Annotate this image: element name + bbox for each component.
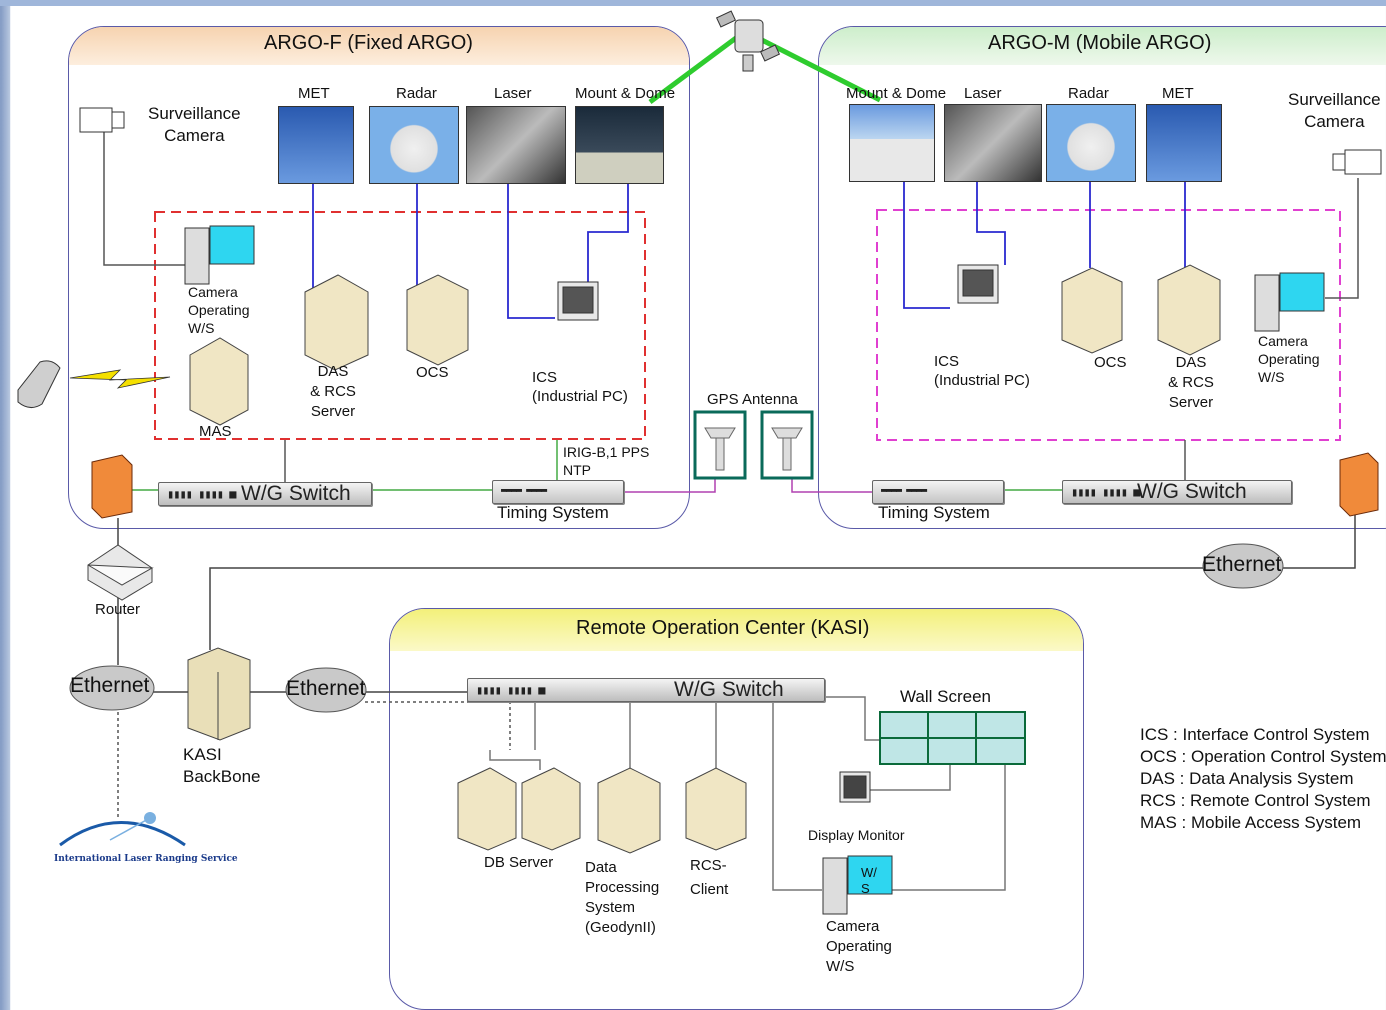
argo-m-mount-dome-label: Mount & Dome [846,85,947,102]
argo-m-radar-label: Radar [1068,85,1109,102]
data-processing-label: Data Processing System (GeodynII) [585,859,660,936]
workstation-icons [184,225,1325,915]
argo-m-timing-label: Timing System [878,503,990,522]
argo-f-laser-photo [466,106,566,184]
argo-m-surveillance-camera-label: Surveillance Camera [1288,90,1381,131]
wall-screen-label: Wall Screen [900,687,992,706]
ethernet-label-right: Ethernet [1202,553,1282,576]
roc-wg-switch: ▮▮▮▮ ▮▮▮▮ ■ W/G Switch [467,678,825,702]
ilrs-logo-graphic [59,812,186,847]
argo-f-mount-dome-label: Mount & Dome [575,85,676,102]
backbone-lines [117,515,1356,693]
argo-m-wg-switch-label: W/G Switch [1137,480,1247,503]
switch-ports: ▮▮▮▮ ▮▮▮▮ ■ [476,683,545,697]
legend-item: OCS : Operation Control System [1140,747,1386,766]
kasi-backbone-label: KASI BackBone [183,745,261,786]
argo-f-camera-ws-label: Camera Operating W/S [188,284,250,336]
roc-header [390,609,1083,651]
ilrs-logo-label: International Laser Ranging Service [54,854,238,864]
legend-item: MAS : Mobile Access System [1140,813,1362,832]
argo-f-mas-label: MAS [199,423,232,440]
argo-m-das-label: DAS & RCS Server [1168,354,1214,411]
argo-m-mount-dome-photo [849,104,935,182]
roc-camera-ws-label: Camera Operating W/S [826,918,892,975]
firewall-icons [91,452,1379,519]
argo-m-ics-label: ICS (Industrial PC) [934,353,1030,389]
argo-f-panel [68,26,690,529]
ethernet-clouds [69,543,1284,713]
camera-links [103,130,1359,482]
argo-f-timing-system: ▬▬▬▬ ▬▬▬▬ [492,480,624,504]
timing-ports: ▬▬▬▬ ▬▬▬▬ [881,485,927,496]
argo-f-mount-dome-photo [575,106,664,184]
argo-f-radar-photo [369,106,459,184]
argo-m-laser-label: Laser [964,85,1002,102]
display-monitor-label: Display Monitor [808,827,905,843]
argo-f-timing-label: Timing System [497,503,609,522]
wireless-bolt [69,369,171,389]
dashed-links [117,701,511,820]
roc-lines [489,696,1006,891]
argo-f-wg-switch-label: W/G Switch [241,482,351,505]
legend-item: DAS : Data Analysis System [1140,769,1354,788]
argo-m-wg-switch: ▮▮▮▮ ▮▮▮▮ ■ W/G Switch [1062,480,1292,504]
satellite-icon [715,10,781,72]
ws-badge-label: W/ S [861,865,877,896]
irig-label: IRIG-B,1 PPS NTP [563,444,650,478]
argo-f-met-photo [278,106,354,184]
roc-title: Remote Operation Center (KASI) [576,617,870,639]
kasi-backbone-icon [187,647,251,741]
roc-wg-switch-label: W/G Switch [674,678,784,701]
argo-f-das-label: DAS & RCS Server [310,363,356,420]
argo-f-laser-label: Laser [494,85,532,102]
db-server-label: DB Server [484,854,554,871]
rcs-client-label: RCS- Client [690,857,729,898]
roc-panel [389,608,1084,1010]
satellite-link-right [756,35,882,103]
abbreviation-legend: ICS : Interface Control System OCS : Ope… [1140,724,1386,834]
surveillance-camera-icons [79,107,1382,175]
switch-ports: ▮▮▮▮ ▮▮▮▮ ■ [1071,485,1140,499]
argo-m-header [819,27,1386,65]
gps-antenna-boxes [693,410,814,480]
timing-ports: ▬▬▬▬ ▬▬▬▬ [501,485,547,496]
switch-ports: ▮▮▮▮ ▮▮▮▮ ■ [167,487,236,501]
argo-f-ics-label: ICS (Industrial PC) [532,369,628,405]
argo-f-header [69,27,689,65]
argo-m-timing-system: ▬▬▬▬ ▬▬▬▬ [872,480,1004,504]
server-icons [189,264,1221,854]
connection-diagram [17,10,1382,915]
top-band [0,0,1386,6]
satellite-link-left [648,32,742,105]
router-label: Router [95,601,141,618]
argo-m-met-photo [1146,104,1222,182]
mobile-phone-icon [17,360,61,408]
argo-m-station-boundary [876,209,1341,441]
argo-f-ocs-label: OCS [416,364,449,381]
argo-f-surveillance-camera-label: Surveillance Camera [148,104,241,145]
router-icon [87,544,154,601]
argo-f-data-lines [312,182,629,319]
argo-m-met-label: MET [1162,85,1194,102]
gps-lines [622,478,875,493]
argo-m-radar-photo [1046,104,1136,182]
argo-f-network-lines [130,440,1062,491]
argo-m-laser-photo [944,104,1042,182]
gps-antenna-label: GPS Antenna [707,391,798,408]
wall-screen-grid [879,711,1026,765]
legend-item: RCS : Remote Control System [1140,791,1371,810]
argo-m-camera-ws-label: Camera Operating W/S [1258,333,1320,385]
ethernet-label-left: Ethernet [70,674,150,697]
ethernet-label-middle: Ethernet [286,677,366,700]
argo-f-title: ARGO-F (Fixed ARGO) [264,32,473,54]
legend-item: ICS : Interface Control System [1140,725,1370,744]
argo-m-panel [818,26,1386,529]
argo-m-title: ARGO-M (Mobile ARGO) [988,32,1212,54]
argo-f-met-label: MET [298,85,330,102]
argo-f-wg-switch: ▮▮▮▮ ▮▮▮▮ ■ W/G Switch [158,482,372,506]
argo-f-station-boundary [154,211,646,440]
argo-m-ocs-label: OCS [1094,354,1127,371]
argo-m-data-lines [903,180,1186,309]
argo-f-radar-label: Radar [396,85,437,102]
